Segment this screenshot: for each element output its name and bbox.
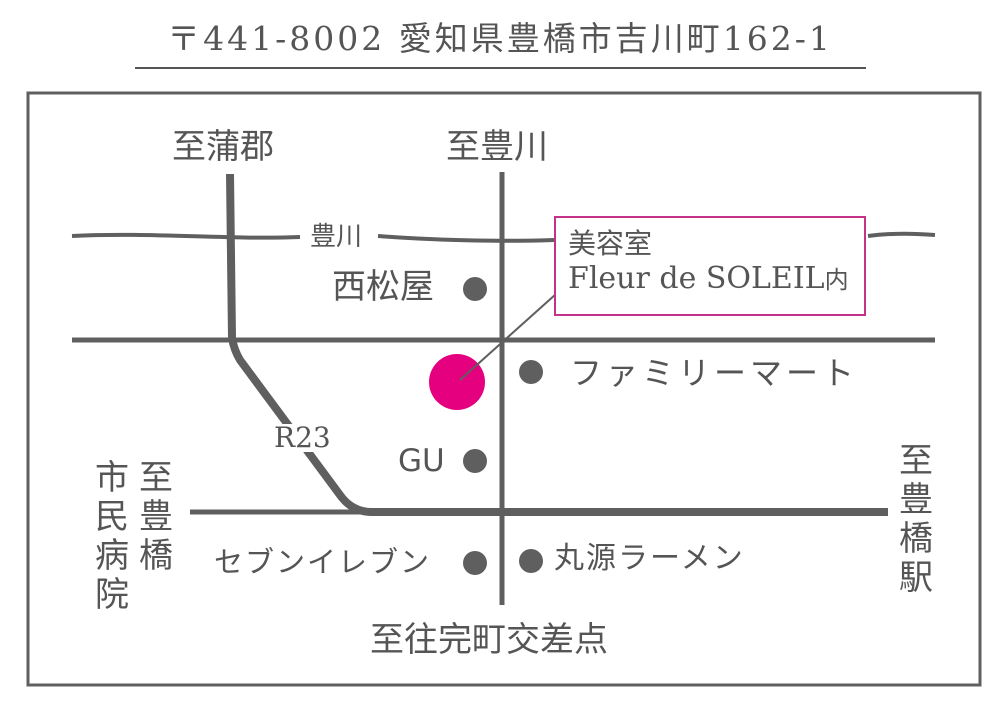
familymart-label: ファミリーマート: [570, 354, 859, 392]
direction-hospital-line2: 市民病院: [95, 458, 129, 615]
direction-toyohashi-station: 至豊橋駅: [899, 441, 933, 598]
callout-salon-label: 美容室: [568, 227, 653, 260]
familymart-dot: [519, 360, 543, 384]
river-label: 豊川: [310, 222, 363, 252]
salon-name-text: Fleur de SOLEIL: [568, 261, 825, 297]
gu-dot: [463, 449, 487, 473]
map-frame: [26, 91, 982, 687]
river-line-right: [377, 234, 555, 243]
route-label: R23: [272, 421, 333, 454]
destination-marker: [429, 354, 485, 410]
destination-callout: 美容室 Fleur de SOLEIL内: [554, 216, 866, 316]
marugen-label: 丸源ラーメン: [554, 541, 745, 576]
nishimatsuya-dot: [463, 277, 487, 301]
direction-gamagori: 至蒲郡: [172, 127, 274, 167]
direction-toyohashi-line1: 至豊橋: [139, 458, 173, 576]
direction-toyokawa: 至豊川: [446, 127, 548, 167]
river-line-far-right: [867, 231, 936, 238]
callout-salon-name: Fleur de SOLEIL内: [568, 260, 852, 298]
address-text: 〒441-8002 愛知県豊橋市吉川町162-1: [167, 19, 833, 58]
callout-leader-line: [459, 293, 557, 381]
gu-label: GU: [398, 443, 445, 479]
direction-okancho: 至往完町交差点: [370, 620, 608, 660]
marugen-dot: [519, 549, 543, 573]
salon-suffix-text: 内: [824, 266, 849, 295]
river-line-left: [71, 232, 301, 240]
seven-eleven-dot: [463, 551, 487, 575]
nishimatsuya-label: 西松屋: [332, 267, 434, 307]
seven-eleven-label: セブンイレブン: [214, 545, 432, 579]
